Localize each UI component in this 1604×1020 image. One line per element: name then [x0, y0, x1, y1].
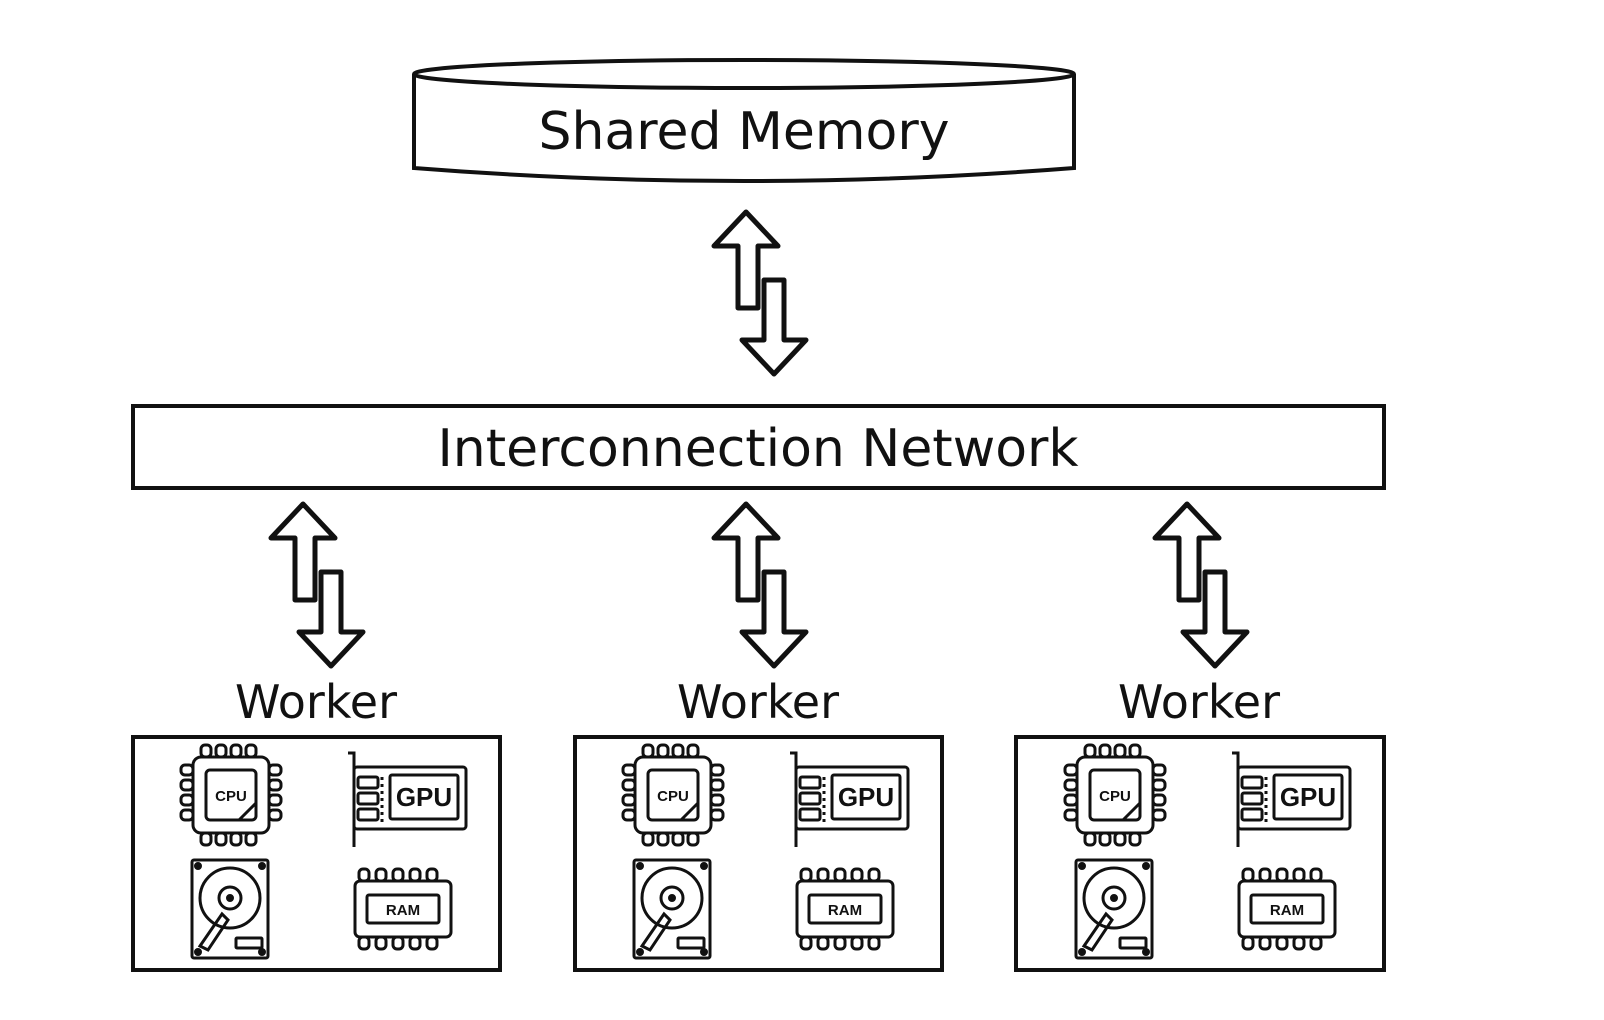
gpu-chip-label: GPU: [1280, 782, 1336, 812]
cpu-chip-label: CPU: [215, 788, 247, 805]
worker-label: Worker: [235, 675, 397, 729]
worker-node: Worker CPU GPU RAM: [573, 675, 944, 972]
bidirectional-arrow-icon: [1155, 504, 1247, 666]
worker-label: Worker: [677, 675, 839, 729]
network-label: Interconnection Network: [437, 419, 1078, 479]
interconnection-network-node: Interconnection Network: [131, 404, 1386, 490]
ram-chip-label: RAM: [828, 902, 862, 919]
gpu-chip-label: GPU: [838, 782, 894, 812]
bidirectional-arrow-icon: [714, 504, 806, 666]
cpu-chip-label: CPU: [657, 788, 689, 805]
bidirectional-arrow-icon: [271, 504, 363, 666]
ram-chip-label: RAM: [1270, 902, 1304, 919]
bidirectional-arrow-icon: [714, 212, 806, 374]
ram-chip-label: RAM: [386, 902, 420, 919]
gpu-chip-label: GPU: [396, 782, 452, 812]
cpu-chip-label: CPU: [1099, 788, 1131, 805]
worker-node: Worker CPU GPU RAM: [131, 675, 502, 972]
shared-memory-label: Shared Memory: [538, 102, 949, 162]
shared-memory-node: Shared Memory: [412, 58, 1076, 183]
worker-label: Worker: [1118, 675, 1280, 729]
worker-node: Worker CPU GPU RAM: [1014, 675, 1386, 972]
